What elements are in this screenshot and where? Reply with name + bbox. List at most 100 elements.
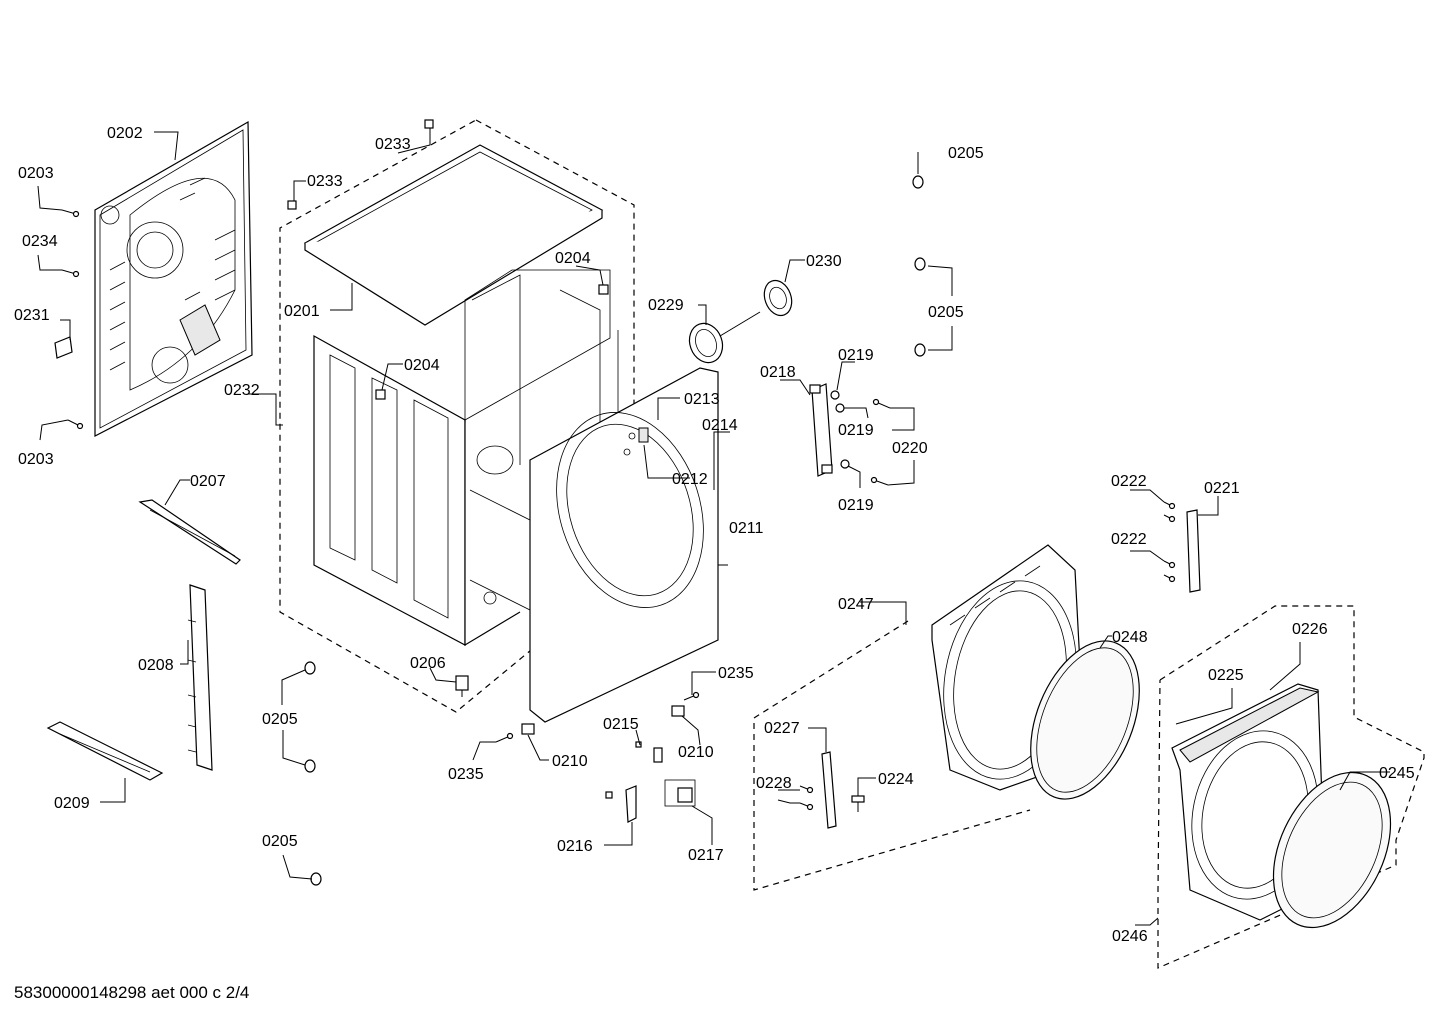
- label-0203-top: 0203: [18, 165, 54, 182]
- fastener-0233-left: [287, 200, 297, 210]
- bracket-0207: [138, 499, 241, 565]
- label-0220: 0220: [892, 440, 928, 457]
- label-0208: 0208: [138, 657, 174, 674]
- screw-0222b: [1163, 514, 1176, 523]
- screw-0235-left: [495, 732, 514, 743]
- label-0206: 0206: [410, 655, 446, 672]
- label-0213: 0213: [684, 391, 720, 408]
- screw-0222d: [1163, 574, 1176, 583]
- label-0247: 0247: [838, 596, 874, 613]
- screw-0220b: [870, 476, 889, 486]
- screw-0203-bottom: [67, 419, 84, 430]
- nut-0205-left-mid: [304, 759, 316, 773]
- bracket-0216: [605, 785, 637, 823]
- label-0210-right: 0210: [678, 744, 714, 761]
- screw-0234: [61, 269, 80, 278]
- glass-0245: [1272, 771, 1392, 929]
- nut-0205-right-top: [912, 175, 924, 189]
- label-0248: 0248: [1112, 629, 1148, 646]
- label-0235-right: 0235: [718, 665, 754, 682]
- label-0222-top: 0222: [1111, 473, 1147, 490]
- label-0204-top: 0204: [555, 250, 591, 267]
- cabinet-assembly-outline: [279, 119, 635, 713]
- door-assembly-outline: [1157, 605, 1425, 969]
- label-0233-top: 0233: [375, 136, 411, 153]
- label-0202: 0202: [107, 125, 143, 142]
- screw-0220a: [872, 398, 891, 409]
- label-0232: 0232: [224, 382, 260, 399]
- cabinet-side-panel: [313, 334, 466, 646]
- screw-0222a: [1163, 501, 1176, 510]
- label-0217: 0217: [688, 847, 724, 864]
- screw-0222c: [1163, 560, 1176, 569]
- label-0228: 0228: [756, 775, 792, 792]
- label-0226: 0226: [1292, 621, 1328, 638]
- strip-0227: [821, 751, 837, 829]
- latch-0210-right: [671, 705, 685, 717]
- nut-0205-right-mid: [914, 257, 926, 271]
- label-0212: 0212: [672, 471, 708, 488]
- label-0219-top: 0219: [838, 347, 874, 364]
- nut-0219c: [840, 459, 850, 469]
- screw-0203-top: [61, 209, 80, 218]
- front-panel-part: [529, 367, 719, 723]
- label-0233-left: 0233: [307, 173, 343, 190]
- screw-0228b: [799, 802, 814, 811]
- top-cover-part: [303, 144, 604, 326]
- label-0205-right-mid: 0205: [928, 304, 964, 321]
- label-0245: 0245: [1379, 765, 1415, 782]
- label-0201: 0201: [284, 303, 320, 320]
- rail-0209: [46, 721, 164, 781]
- screw-0235-right: [683, 691, 700, 701]
- label-0235-left: 0235: [448, 766, 484, 783]
- label-0222-bottom: 0222: [1111, 531, 1147, 548]
- fastener-0233-top: [424, 119, 434, 129]
- hinge-0218: [809, 383, 833, 477]
- label-0216: 0216: [557, 838, 593, 855]
- label-0210-left: 0210: [552, 753, 588, 770]
- door-frame-assembly-outline: [753, 620, 1031, 891]
- label-0225: 0225: [1208, 667, 1244, 684]
- label-0229: 0229: [648, 297, 684, 314]
- label-0221: 0221: [1204, 480, 1240, 497]
- label-0231: 0231: [14, 307, 50, 324]
- nut-0205-left-top: [304, 661, 316, 675]
- label-0211: 0211: [729, 520, 764, 537]
- label-0205-left-bottom: 0205: [262, 833, 298, 850]
- label-0205-left-top: 0205: [262, 711, 298, 728]
- lock-0217: [664, 779, 696, 807]
- rear-panel-part: [94, 120, 253, 437]
- cover-0230: [763, 279, 793, 317]
- nut-0219a: [830, 390, 840, 400]
- leader-lines: [37, 128, 1390, 926]
- nut-0219b: [835, 403, 845, 413]
- fastener-0204-side: [375, 389, 386, 400]
- glass-0248: [1030, 640, 1140, 800]
- rail-0208: [187, 584, 213, 771]
- nut-0205-left-bottom: [310, 872, 322, 886]
- seal-ring-0229: [688, 322, 724, 364]
- clip-0231: [54, 336, 73, 359]
- label-0204-side: 0204: [404, 357, 440, 374]
- label-0230: 0230: [806, 253, 842, 270]
- screw-0228a: [799, 785, 814, 794]
- label-0207: 0207: [190, 473, 226, 490]
- label-0209: 0209: [54, 795, 90, 812]
- label-0218: 0218: [760, 364, 796, 381]
- label-0214: 0214: [702, 417, 738, 434]
- label-0205-right-top: 0205: [948, 145, 984, 162]
- pin-0224: [851, 795, 865, 812]
- label-0246: 0246: [1112, 928, 1148, 945]
- clip-0215: [635, 741, 663, 763]
- label-0227: 0227: [764, 720, 800, 737]
- label-0219-mid: 0219: [838, 422, 874, 439]
- handle-0221: [1186, 509, 1201, 593]
- label-0234: 0234: [22, 233, 58, 250]
- nut-0205-right-low: [914, 343, 926, 357]
- foot-0206: [455, 675, 469, 697]
- label-0203-bottom: 0203: [18, 451, 54, 468]
- document-reference: 58300000148298 aet 000 c 2/4: [14, 983, 249, 1002]
- latch-0210-left: [521, 723, 535, 735]
- fastener-0204-top: [598, 284, 609, 295]
